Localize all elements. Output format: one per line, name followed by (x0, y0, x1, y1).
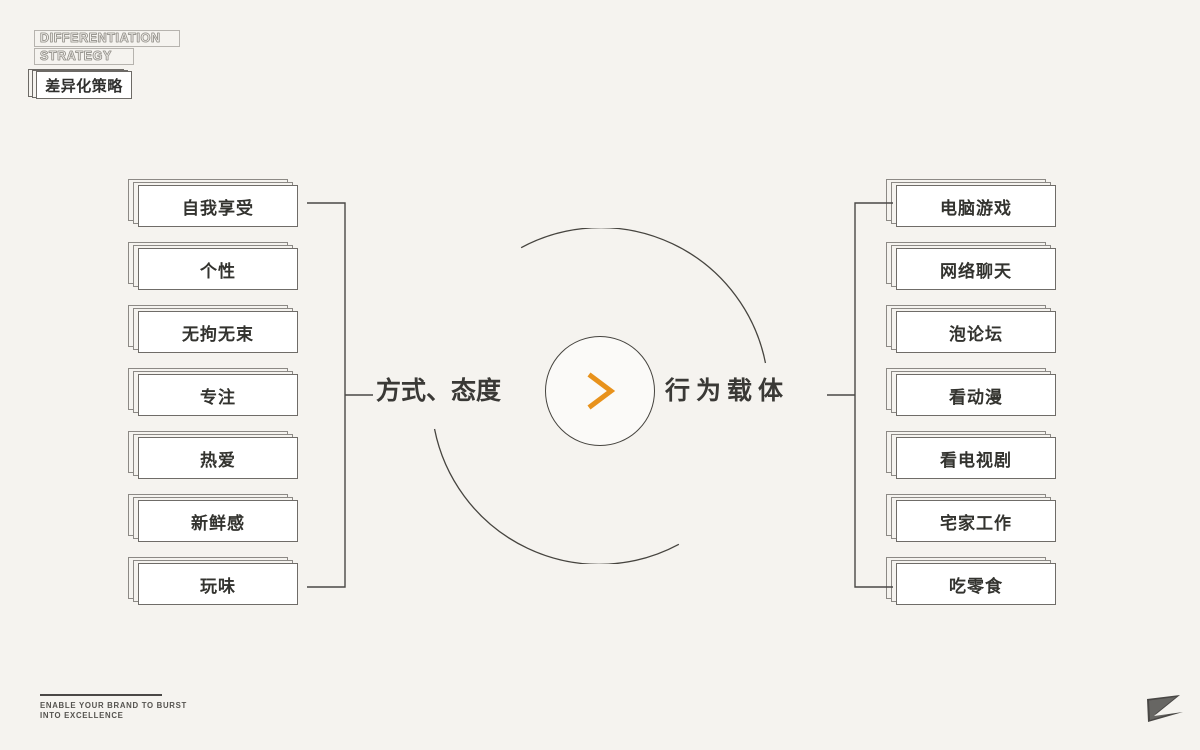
z-brush-logo-icon (1147, 695, 1183, 722)
outer-ring-icon (433, 228, 767, 564)
left-card-5[interactable]: 新鲜感 (128, 494, 298, 542)
left-card-6[interactable]: 玩味 (128, 557, 298, 605)
left-bracket-connector (307, 202, 373, 588)
card-face: 网络聊天 (896, 248, 1056, 290)
left-card-1[interactable]: 个性 (128, 242, 298, 290)
right-card-label-4: 看电视剧 (940, 450, 1012, 470)
right-card-5[interactable]: 宅家工作 (886, 494, 1056, 542)
card-face: 看电视剧 (896, 437, 1056, 479)
card-face: 吃零食 (896, 563, 1056, 605)
brand-logo-line1: DIFFERENTIATION (40, 31, 161, 46)
card-face: 新鲜感 (138, 500, 298, 542)
right-bracket-connector (827, 202, 893, 588)
right-card-label-6: 吃零食 (949, 576, 1003, 596)
center-right-label: 行为载体 (665, 377, 790, 405)
card-face: 电脑游戏 (896, 185, 1056, 227)
left-card-label-5: 新鲜感 (191, 513, 245, 533)
left-card-label-4: 热爱 (200, 450, 236, 470)
chevron-right-icon (587, 372, 616, 410)
left-card-label-0: 自我享受 (182, 198, 254, 218)
card-face: 泡论坛 (896, 311, 1056, 353)
footer-tagline: ENABLE YOUR BRAND TO BURST INTO EXCELLEN… (40, 694, 210, 721)
brand-logo-chinese-stack: 差异化策略 (28, 69, 140, 99)
footer-tagline-line1: ENABLE YOUR BRAND TO BURST (40, 701, 188, 710)
left-card-label-6: 玩味 (200, 576, 236, 596)
card-face: 个性 (138, 248, 298, 290)
center-left-label: 方式、态度 (376, 377, 502, 405)
right-card-6[interactable]: 吃零食 (886, 557, 1056, 605)
right-card-label-1: 网络聊天 (940, 261, 1012, 281)
right-card-0[interactable]: 电脑游戏 (886, 179, 1056, 227)
right-card-1[interactable]: 网络聊天 (886, 242, 1056, 290)
footer-tagline-line2: INTO EXCELLENCE (40, 711, 124, 720)
card-face: 无拘无束 (138, 311, 298, 353)
card-face: 玩味 (138, 563, 298, 605)
brand-logo-chinese-face: 差异化策略 (36, 71, 132, 99)
left-card-4[interactable]: 热爱 (128, 431, 298, 479)
left-card-label-2: 无拘无束 (182, 324, 254, 344)
left-card-3[interactable]: 专注 (128, 368, 298, 416)
center-core-circle[interactable] (545, 336, 655, 446)
left-card-0[interactable]: 自我享受 (128, 179, 298, 227)
right-card-2[interactable]: 泡论坛 (886, 305, 1056, 353)
right-card-3[interactable]: 看动漫 (886, 368, 1056, 416)
right-card-4[interactable]: 看电视剧 (886, 431, 1056, 479)
card-face: 宅家工作 (896, 500, 1056, 542)
left-card-label-3: 专注 (200, 387, 236, 407)
card-face: 看动漫 (896, 374, 1056, 416)
brand-logo-line1-box: DIFFERENTIATION (34, 30, 180, 47)
brand-logo-line2-box: STRATEGY (34, 48, 134, 65)
brand-logo: DIFFERENTIATION STRATEGY 差异化策略 (28, 26, 208, 100)
brand-logo-chinese-label: 差异化策略 (45, 77, 123, 95)
center-diagram: 方式、态度 行为载体 (340, 228, 860, 564)
right-card-label-3: 看动漫 (949, 387, 1003, 407)
left-card-2[interactable]: 无拘无束 (128, 305, 298, 353)
right-card-label-0: 电脑游戏 (940, 198, 1012, 218)
brand-logo-line2: STRATEGY (40, 49, 112, 64)
right-card-label-5: 宅家工作 (940, 513, 1012, 533)
card-face: 热爱 (138, 437, 298, 479)
footer-divider (40, 694, 162, 696)
left-card-label-1: 个性 (200, 261, 236, 281)
right-card-label-2: 泡论坛 (949, 324, 1003, 344)
card-face: 专注 (138, 374, 298, 416)
card-face: 自我享受 (138, 185, 298, 227)
